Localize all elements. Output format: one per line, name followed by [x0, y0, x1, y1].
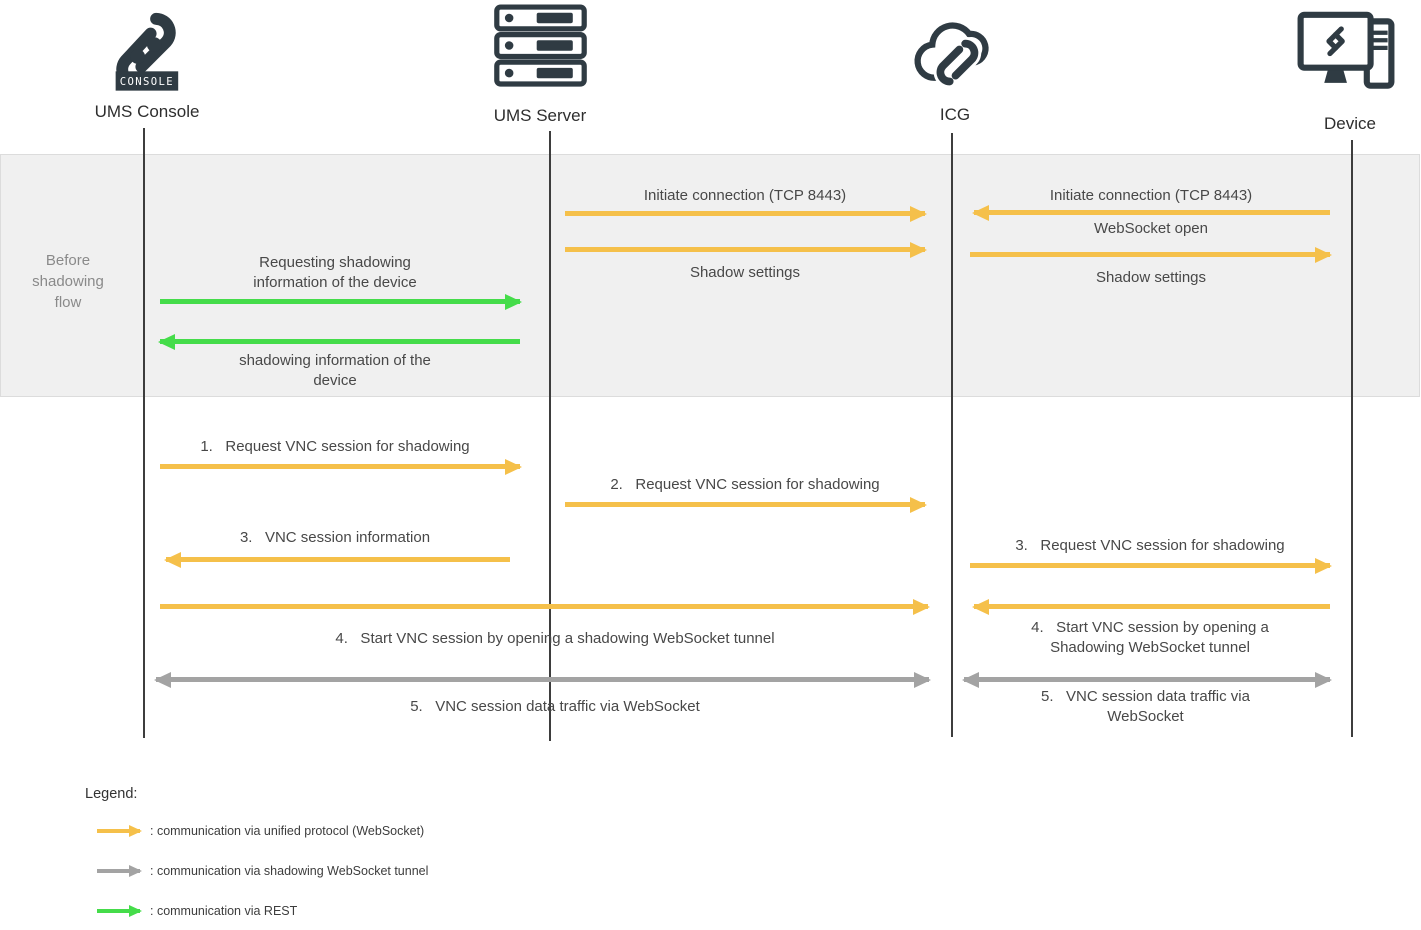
message-label: 5. VNC session data traffic via WebSocke… [1041, 688, 1250, 725]
lifeline-device [1351, 140, 1353, 737]
unified-protocol-arrow [160, 598, 930, 615]
legend-item-label: : communication via unified protocol (We… [150, 824, 425, 838]
legend-title: Legend: [85, 786, 138, 802]
arrowhead-icon [154, 671, 171, 688]
arrowhead-icon [913, 598, 930, 615]
arrowhead-icon [1315, 671, 1332, 688]
arrowhead-icon [972, 598, 989, 615]
unified-protocol-arrow [164, 551, 510, 568]
green-arrow-icon [97, 905, 142, 917]
arrowhead-icon [1315, 246, 1332, 263]
band-label: Before shadowing flow [32, 252, 104, 311]
unified-protocol-arrow [972, 204, 1330, 221]
actor-label-ums-console: UMS Console [94, 102, 200, 121]
cloud-gateway-icon [914, 22, 989, 89]
message-label: Shadow settings [689, 264, 801, 281]
actor-label-ums-server: UMS Server [493, 106, 587, 125]
message-label: shadowing information of the device [239, 352, 431, 389]
unified-protocol-arrow [565, 241, 927, 258]
arrowhead-icon [505, 458, 522, 475]
message-label: 3. Request VNC session for shadowing [1015, 537, 1285, 554]
unified-protocol-arrow [970, 557, 1332, 574]
message-label: 5. VNC session data traffic via WebSocke… [410, 698, 700, 715]
lifeline-icg [951, 133, 953, 737]
arrowhead-icon [158, 333, 175, 350]
unified-protocol-arrow [160, 458, 522, 475]
message-label: Initiate connection (TCP 8443) [1049, 187, 1253, 204]
server-rack-icon [494, 4, 587, 87]
lifeline-ums-console [143, 128, 145, 738]
arrowhead-icon [914, 671, 931, 688]
unified-protocol-arrow [565, 496, 927, 513]
arrowhead-icon [962, 671, 979, 688]
arrowhead-icon [129, 865, 142, 877]
before-shadowing-band [0, 154, 1420, 397]
legend-item-label: : communication via REST [150, 904, 298, 918]
arrowhead-icon [129, 825, 142, 837]
unified-protocol-arrow [972, 598, 1330, 615]
device-workstation-icon [1297, 11, 1395, 89]
tunnel-arrow [154, 671, 931, 688]
message-label: 3. VNC session information [239, 529, 431, 546]
message-label: Shadow settings [1095, 269, 1207, 286]
message-label: Requesting shadowing information of the … [253, 254, 417, 291]
message-label: WebSocket open [1094, 220, 1208, 237]
arrowhead-icon [164, 551, 181, 568]
yellow-arrow-icon [97, 825, 142, 837]
arrowhead-icon [505, 293, 522, 310]
legend-item-label: : communication via shadowing WebSocket … [150, 864, 429, 878]
message-label: Initiate connection (TCP 8443) [643, 187, 847, 204]
arrowhead-icon [972, 204, 989, 221]
lifeline-ums-server [549, 131, 551, 741]
rest-arrow [158, 333, 520, 350]
arrowhead-icon [129, 905, 142, 917]
arrowhead-icon [1315, 557, 1332, 574]
message-label: 2. Request VNC session for shadowing [610, 476, 880, 493]
rest-arrow [160, 293, 522, 310]
actor-label-device: Device [1324, 114, 1376, 133]
message-label: 1. Request VNC session for shadowing [200, 438, 470, 455]
arrowhead-icon [910, 241, 927, 258]
unified-protocol-arrow [565, 205, 927, 222]
actor-label-icg: ICG [939, 105, 971, 124]
message-label: 4. Start VNC session by opening a Shadow… [1031, 619, 1269, 656]
arrowhead-icon [910, 496, 927, 513]
arrowhead-icon [910, 205, 927, 222]
console-badge-text: CONSOLE [120, 76, 174, 88]
unified-protocol-arrow [970, 246, 1332, 263]
message-label: 4. Start VNC session by opening a shadow… [335, 630, 775, 647]
tunnel-arrow [962, 671, 1332, 688]
gray-arrow-icon [97, 865, 142, 877]
ums-console-logo-icon: CONSOLE [115, 12, 179, 91]
